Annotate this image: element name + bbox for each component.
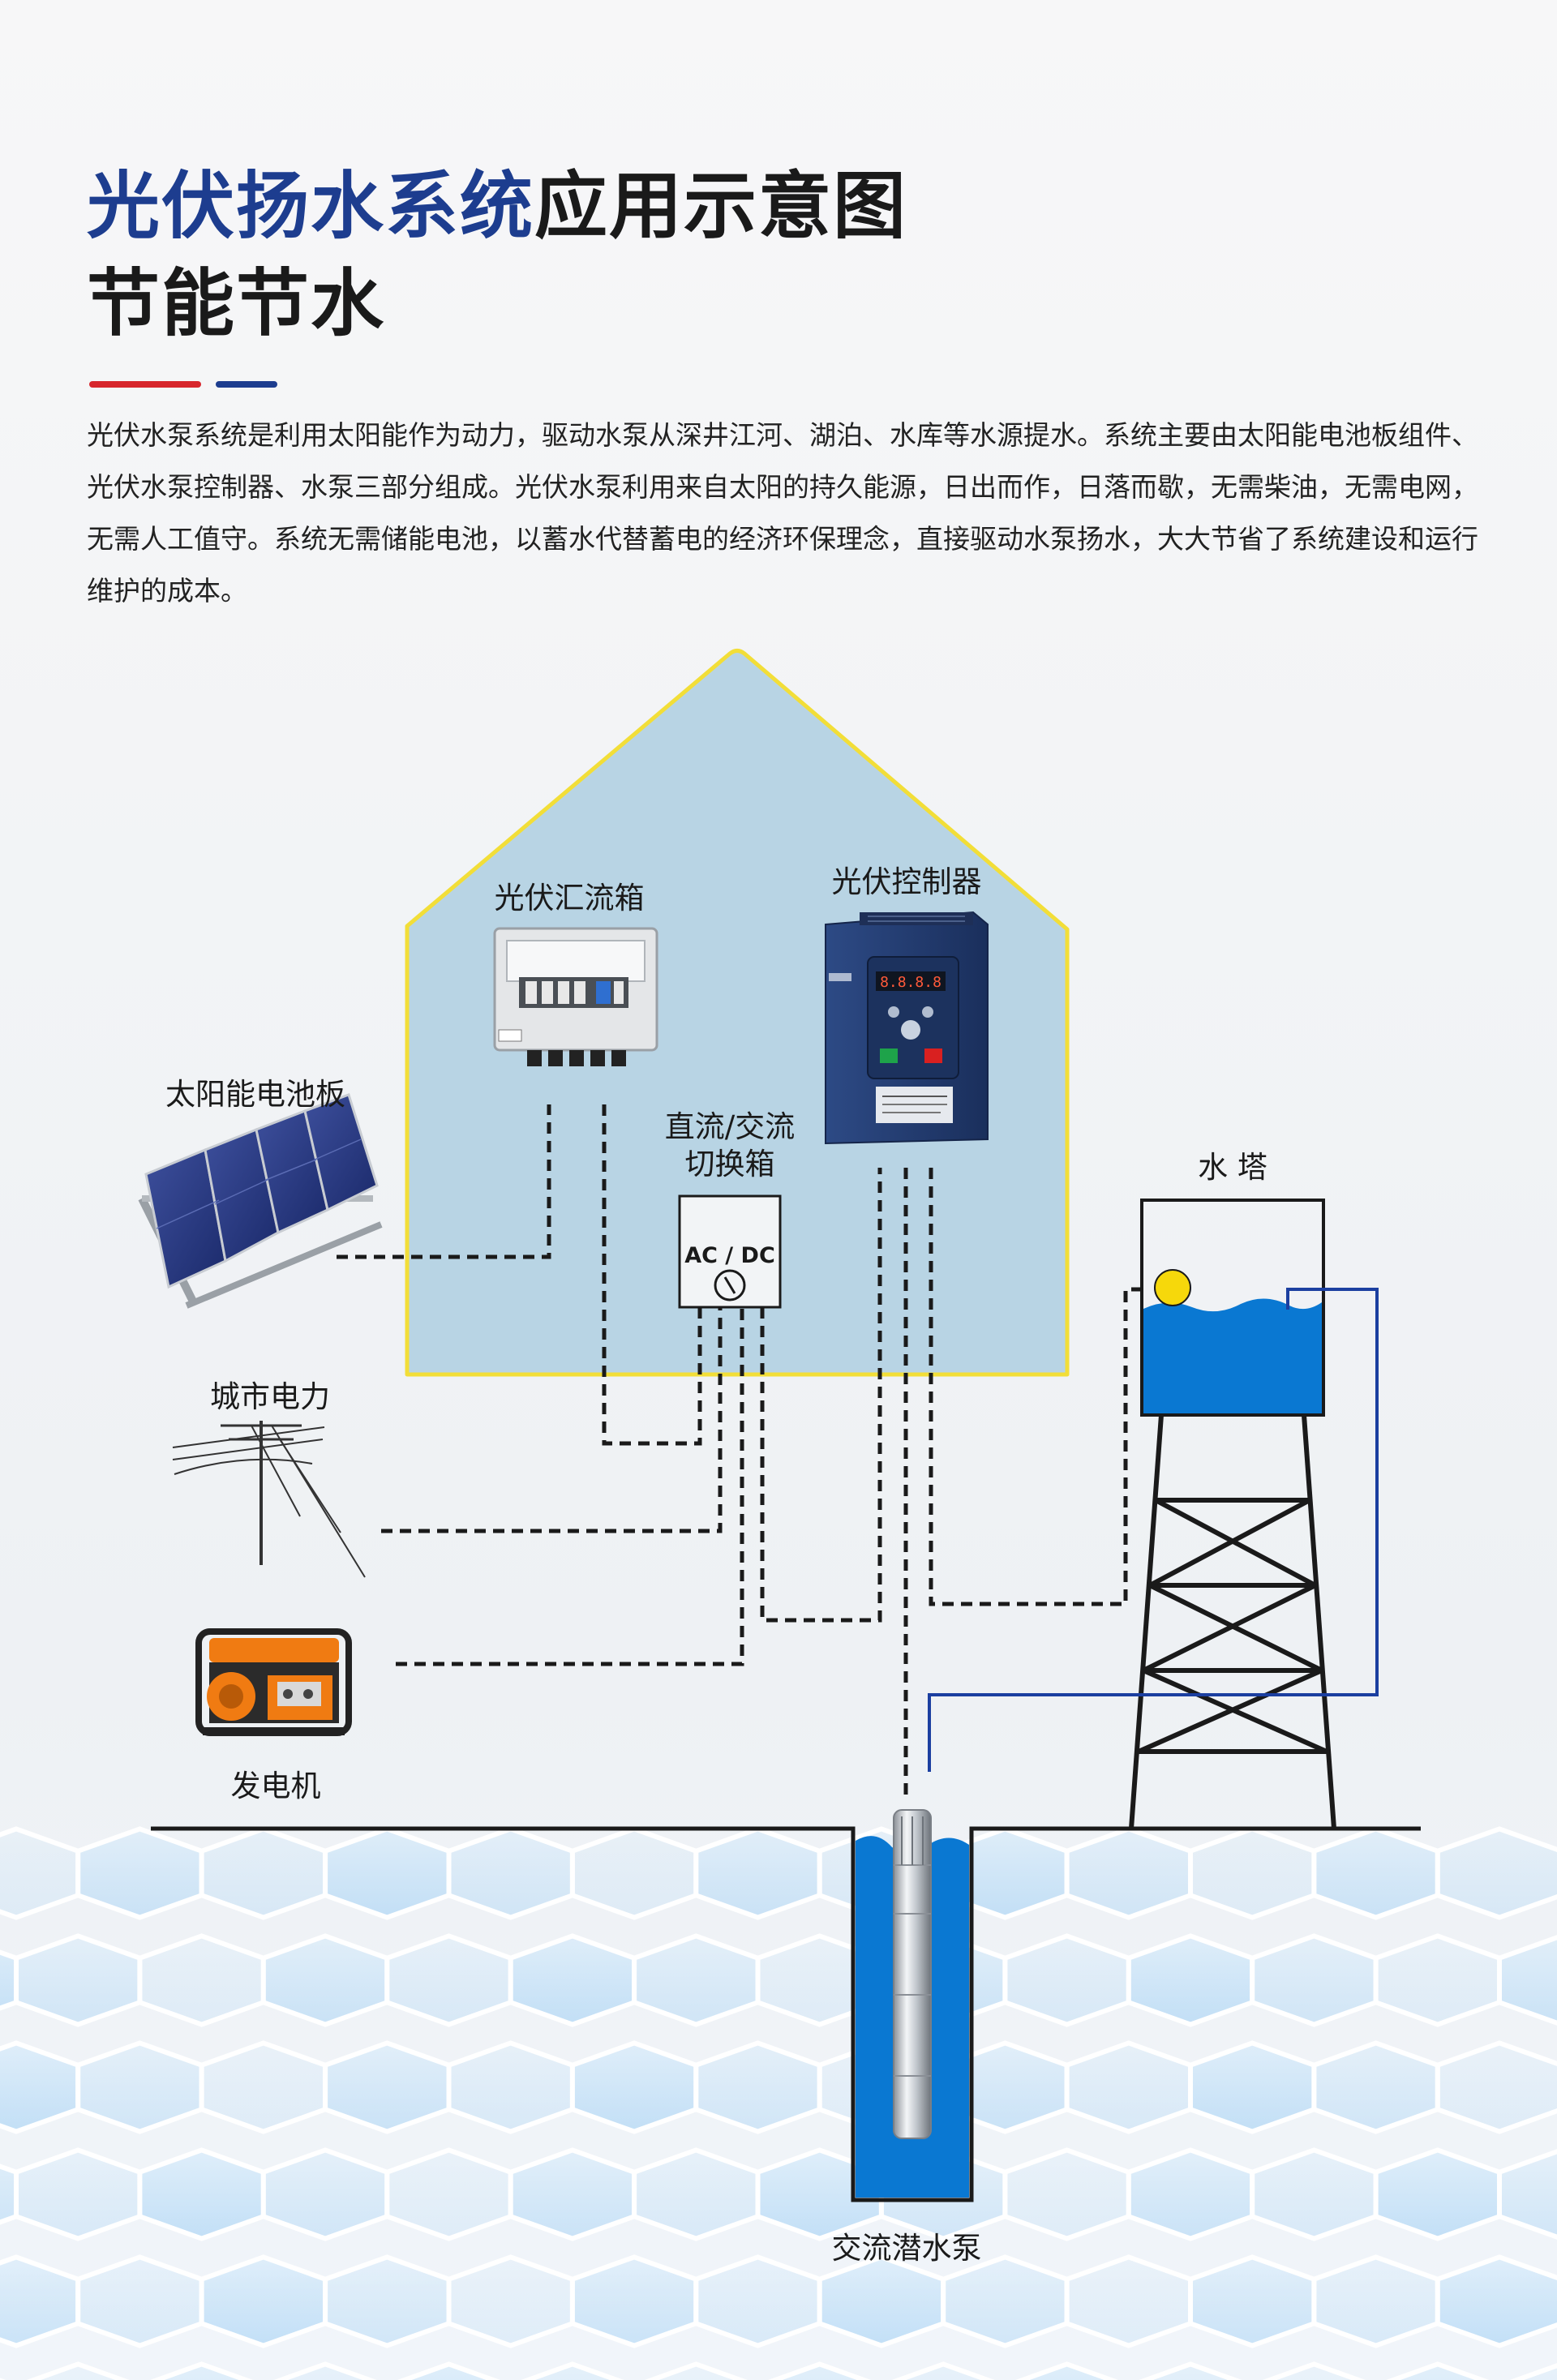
solar-panel-icon: [138, 1093, 383, 1309]
wiring: [337, 1104, 1143, 1799]
combiner-box-icon: [493, 927, 658, 1066]
water-pipes: [928, 1288, 1379, 1772]
power-pole-icon: [172, 1421, 366, 1578]
label-combiner-box: 光伏汇流箱: [495, 881, 645, 916]
hexagon-tile: [1497, 1935, 1557, 2026]
hexagon-tile: [397, 2361, 501, 2380]
hexagon-tile: [149, 2361, 254, 2380]
page-subtitle: 节能节水: [87, 261, 385, 346]
generator-icon: [195, 1628, 352, 1736]
page-title: 光伏扬水系统应用示意图: [87, 162, 907, 251]
label-controller: 光伏控制器: [832, 864, 982, 899]
page-title-accent: 光伏扬水系统: [87, 164, 534, 249]
hexagon-tile: [1014, 2361, 1119, 2380]
submersible-pump-icon: [893, 1809, 932, 2139]
label-switch-face: AC / DC: [684, 1243, 775, 1268]
label-generator: 发电机: [231, 1769, 321, 1803]
hexagon-tile: [1262, 2361, 1366, 2380]
hexagon-tile: [1435, 2254, 1557, 2348]
hexagon-tile: [26, 2361, 130, 2380]
controller-icon: 8.8.8.8: [825, 911, 989, 1145]
hexagon-tile: [644, 2361, 748, 2380]
hexagon-tile: [1509, 2363, 1557, 2380]
svg-text:8.8.8.8: 8.8.8.8: [880, 974, 941, 991]
label-switch-box-line1: 直流/交流: [665, 1109, 795, 1144]
hexagon-tile: [1435, 1826, 1557, 1920]
label-city-power: 城市电力: [210, 1379, 330, 1414]
hexagon-tile: [521, 2361, 624, 2380]
title-underline-blue: [216, 381, 277, 388]
water-tower-icon: [1129, 1199, 1336, 1829]
hexagon-tile: [1435, 2040, 1557, 2134]
house-shape: [405, 649, 1070, 1377]
switch-box-icon: [678, 1194, 782, 1309]
hexagon-tile: [1386, 2361, 1490, 2380]
intro-paragraph: 光伏水泵系统是利用太阳能作为动力，驱动水泵从深井江河、湖泊、水库等水源提水。系统…: [87, 419, 1478, 607]
page-title-rest: 应用示意图: [534, 164, 907, 249]
hexagon-tile: [891, 2361, 995, 2380]
title-underline-red: [89, 381, 201, 388]
ground-line: [151, 1826, 1421, 2202]
hexagon-tile: [1139, 2361, 1242, 2380]
hexagon-tile: [768, 2361, 872, 2380]
label-solar-panel: 太阳能电池板: [165, 1077, 345, 1112]
label-pump: 交流潜水泵: [832, 2231, 982, 2266]
hexagon-tile: [1497, 2149, 1557, 2240]
hexagon-tile: [273, 2361, 377, 2380]
label-switch-box-line2: 切换箱: [685, 1147, 775, 1181]
label-water-tower: 水 塔: [1198, 1150, 1267, 1185]
